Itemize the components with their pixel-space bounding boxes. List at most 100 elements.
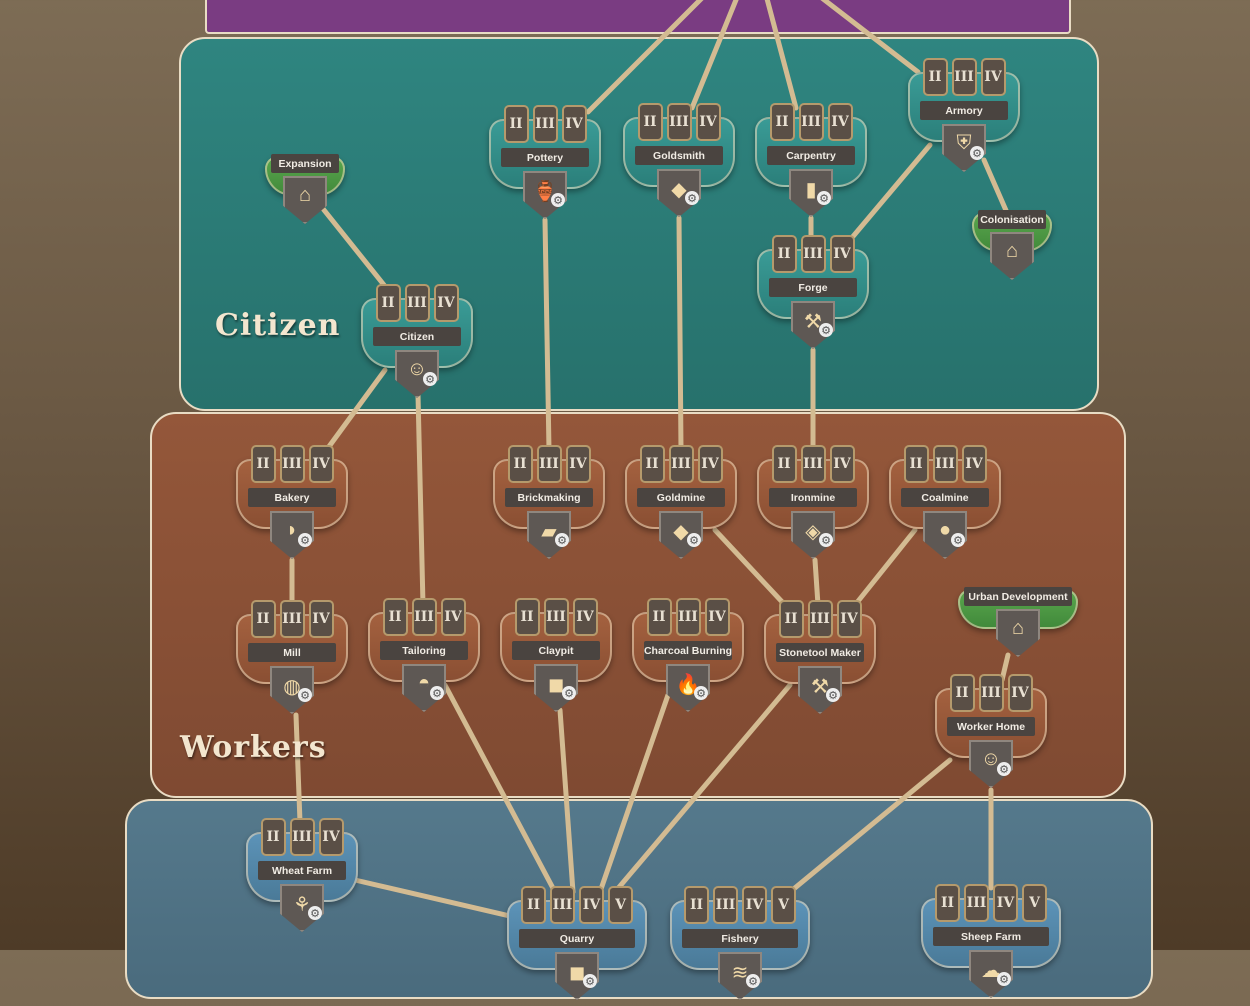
level-IV-button[interactable]: IV [318, 818, 344, 856]
level-IV-button[interactable]: IV [961, 445, 987, 483]
level-II-button[interactable]: II [503, 105, 529, 143]
level-III-button[interactable]: III [666, 103, 692, 141]
level-II-button[interactable]: II [507, 445, 533, 483]
scroll-icon[interactable]: ⌂ [283, 176, 327, 224]
level-III-button[interactable]: III [800, 235, 826, 273]
level-III-button[interactable]: III [668, 445, 694, 483]
level-IV-button[interactable]: IV [993, 884, 1018, 922]
level-II-button[interactable]: II [375, 284, 401, 322]
level-IV-button[interactable]: IV [433, 284, 459, 322]
level-II-button[interactable]: II [771, 235, 797, 273]
scroll-icon[interactable]: ⌂ [990, 232, 1034, 280]
tier-label-workers: Workers [180, 730, 327, 765]
level-IV-button[interactable]: IV [829, 445, 855, 483]
level-III-button[interactable]: III [536, 445, 562, 483]
level-III-button[interactable]: III [800, 445, 826, 483]
research-node-urban-development[interactable]: Urban Development ⌂ [958, 585, 1078, 659]
level-III-button[interactable]: III [289, 818, 315, 856]
level-V-button[interactable]: V [771, 886, 796, 924]
level-II-button[interactable]: II [935, 884, 960, 922]
level-II-button[interactable]: II [250, 445, 276, 483]
level-IV-button[interactable]: IV [836, 600, 862, 638]
level-II-button[interactable]: II [514, 598, 540, 636]
level-II-button[interactable]: II [250, 600, 276, 638]
level-II-button[interactable]: II [646, 598, 672, 636]
level-III-button[interactable]: III [279, 445, 305, 483]
level-IV-button[interactable]: IV [829, 235, 855, 273]
gear-icon: ⚙ [423, 372, 437, 386]
level-II-button[interactable]: II [769, 103, 795, 141]
level-V-button[interactable]: V [1022, 884, 1047, 922]
level-III-button[interactable]: III [411, 598, 437, 636]
level-IV-button[interactable]: IV [704, 598, 730, 636]
level-III-button[interactable]: III [543, 598, 569, 636]
level-III-button[interactable]: III [807, 600, 833, 638]
level-III-button[interactable]: III [532, 105, 558, 143]
level-II-button[interactable]: II [922, 58, 948, 96]
level-II-button[interactable]: II [260, 818, 286, 856]
level-IV-button[interactable]: IV [980, 58, 1006, 96]
level-III-button[interactable]: III [932, 445, 958, 483]
gear-icon: ⚙ [685, 191, 699, 205]
level-IV-button[interactable]: IV [827, 103, 853, 141]
level-III-button[interactable]: III [550, 886, 575, 924]
level-II-button[interactable]: II [382, 598, 408, 636]
level-II-button[interactable]: II [637, 103, 663, 141]
level-IV-button[interactable]: IV [308, 445, 334, 483]
research-name: Urban Development [964, 587, 1072, 606]
level-IV-button[interactable]: IV [561, 105, 587, 143]
level-IV-button[interactable]: IV [572, 598, 598, 636]
level-II-button[interactable]: II [903, 445, 929, 483]
level-IV-button[interactable]: IV [308, 600, 334, 638]
level-IV-button[interactable]: IV [1007, 674, 1033, 712]
research-node-colonisation[interactable]: Colonisation⌂ [972, 208, 1052, 282]
level-IV-button[interactable]: IV [697, 445, 723, 483]
level-IV-button[interactable]: IV [565, 445, 591, 483]
level-II-button[interactable]: II [684, 886, 709, 924]
level-III-button[interactable]: III [279, 600, 305, 638]
level-V-button[interactable]: V [608, 886, 633, 924]
scroll-icon[interactable]: ⌂ [996, 609, 1040, 657]
level-IV-button[interactable]: IV [695, 103, 721, 141]
research-node-expansion[interactable]: Expansion⌂ [265, 152, 345, 226]
level-III-button[interactable]: III [978, 674, 1004, 712]
gear-icon: ⚙ [298, 688, 312, 702]
level-III-button[interactable]: III [798, 103, 824, 141]
level-II-button[interactable]: II [639, 445, 665, 483]
level-II-button[interactable]: II [771, 445, 797, 483]
level-III-button[interactable]: III [404, 284, 430, 322]
building-name: Sheep Farm [933, 927, 1049, 946]
level-III-button[interactable]: III [951, 58, 977, 96]
level-IV-button[interactable]: IV [440, 598, 466, 636]
level-III-button[interactable]: III [675, 598, 701, 636]
level-II-button[interactable]: II [778, 600, 804, 638]
building-name: Bakery [248, 488, 336, 507]
level-IV-button[interactable]: IV [742, 886, 767, 924]
level-IV-button[interactable]: IV [579, 886, 604, 924]
level-III-button[interactable]: III [713, 886, 738, 924]
level-II-button[interactable]: II [949, 674, 975, 712]
level-III-button[interactable]: III [964, 884, 989, 922]
level-II-button[interactable]: II [521, 886, 546, 924]
